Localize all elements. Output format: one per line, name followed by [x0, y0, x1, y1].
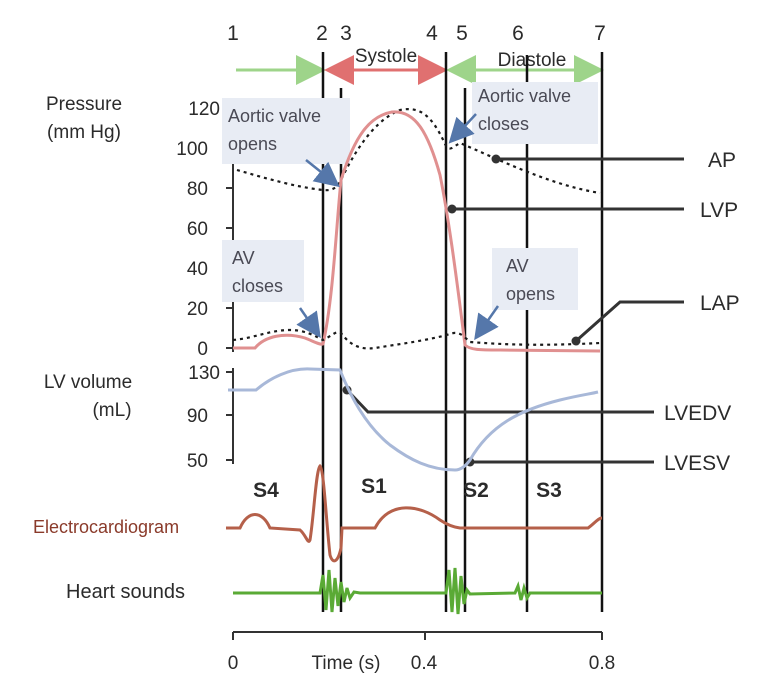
aortic-opens-line2: opens [228, 134, 277, 154]
curve-leader-lines [345, 157, 684, 464]
lvedv-label: LVEDV [664, 402, 731, 425]
s4-label: S4 [253, 479, 279, 502]
av-closes-pointer [296, 307, 321, 339]
lap-label: LAP [700, 292, 740, 315]
lvedv-leader [345, 388, 654, 414]
aortic-pressure-curve [236, 108, 601, 195]
volume-axis-title: LV volume [44, 372, 132, 393]
systole-label: Systole [355, 46, 417, 67]
aortic-opens-line1: Aortic valve [228, 106, 321, 126]
ap-label: AP [708, 149, 736, 172]
phase-number-5: 5 [456, 22, 468, 45]
av-opens-line1: AV [506, 256, 529, 276]
annotation-boxes: Aortic valve opens Aortic valve closes A… [222, 82, 598, 310]
volume-tick-90: 90 [187, 406, 208, 427]
volume-axis: LV volume (mL) 130 90 50 [44, 363, 234, 472]
ecg-label: Electrocardiogram [33, 517, 179, 537]
time-tick-0-8: 0.8 [589, 653, 615, 674]
phase-number-6: 6 [512, 22, 524, 45]
av-opens-box [492, 248, 578, 310]
volume-axis-unit: (mL) [92, 400, 131, 421]
av-closes-box [222, 240, 304, 302]
lvesv-label: LVESV [664, 452, 730, 475]
av-opens-line2: opens [506, 284, 555, 304]
pressure-tick-100: 100 [176, 139, 208, 160]
aortic-closes-line2: closes [478, 114, 529, 134]
aortic-closes-line1: Aortic valve [478, 86, 571, 106]
aortic-opens-box [222, 98, 350, 164]
aortic-opens-pointer [305, 159, 340, 188]
time-tick-0-4: 0.4 [411, 653, 438, 674]
pressure-tick-120: 120 [188, 99, 220, 120]
time-tick-0: 0 [228, 653, 239, 674]
pressure-tick-60: 60 [187, 219, 208, 240]
av-opens-pointer [474, 305, 500, 341]
phase-numbers: 1 2 3 4 5 6 7 [227, 22, 606, 45]
time-axis-title: Time (s) [312, 653, 381, 674]
pressure-tick-0: 0 [197, 339, 208, 360]
volume-tick-130: 130 [188, 363, 220, 384]
s3-label: S3 [536, 479, 562, 502]
volume-tick-50: 50 [187, 451, 208, 472]
pressure-axis: Pressure (mm Hg) 120 100 80 60 40 20 0 [46, 94, 234, 360]
s1-label: S1 [361, 475, 387, 498]
phase-number-2: 2 [316, 22, 328, 45]
heart-sound-labels: S4 S1 S2 S3 [253, 475, 562, 502]
heart-sounds-label: Heart sounds [66, 581, 185, 603]
av-closes-line1: AV [232, 248, 255, 268]
ecg-trace [226, 463, 603, 563]
pressure-axis-title: Pressure [46, 94, 122, 115]
av-closes-line2: closes [232, 276, 283, 296]
lvp-label: LVP [700, 199, 738, 222]
s2-label: S2 [463, 479, 489, 502]
lap-leader [575, 300, 684, 343]
pressure-axis-unit: (mm Hg) [47, 122, 121, 143]
aortic-closes-pointer [448, 113, 477, 144]
pressure-tick-20: 20 [187, 299, 208, 320]
pressure-tick-40: 40 [187, 259, 208, 280]
lv-volume-curve [228, 367, 599, 472]
heart-sounds-trace [233, 567, 602, 615]
time-axis: 0 Time (s) 0.4 0.8 [228, 631, 615, 674]
phase-arrows: Systole Diastole [236, 46, 604, 85]
annotation-pointers [296, 113, 500, 341]
diastole-label: Diastole [498, 50, 567, 71]
phase-number-1: 1 [227, 22, 239, 45]
phase-number-4: 4 [426, 22, 438, 45]
left-ventricular-pressure-curve [233, 110, 601, 353]
left-atrial-pressure-curve [232, 328, 601, 350]
phase-number-3: 3 [340, 22, 352, 45]
pressure-tick-80: 80 [187, 179, 208, 200]
aortic-closes-box [472, 82, 598, 144]
phase-number-7: 7 [594, 22, 606, 45]
